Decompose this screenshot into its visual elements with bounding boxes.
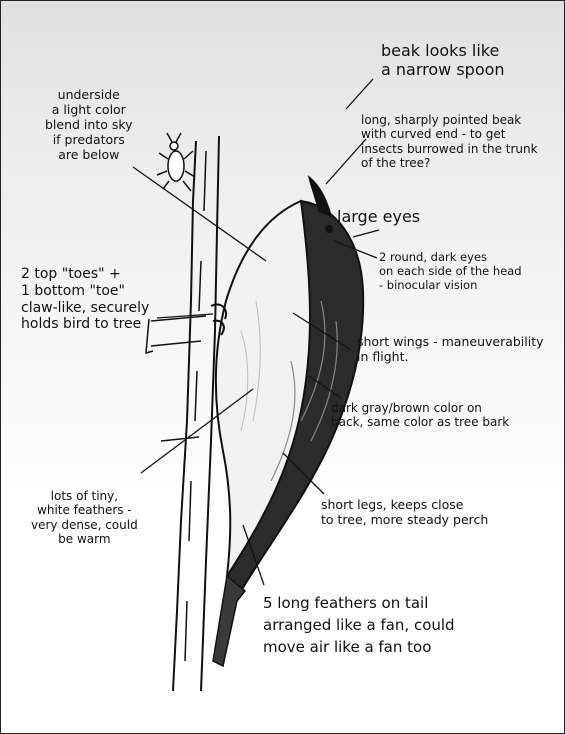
label-toes: 2 top "toes" + 1 bottom "toe" claw-like,… (21, 266, 149, 333)
label-eyes-note: 2 round, dark eyes on each side of the h… (379, 251, 522, 292)
label-feathers: lots of tiny, white feathers - very dens… (31, 489, 138, 547)
beetle-icon (157, 133, 195, 191)
label-legs: short legs, keeps close to tree, more st… (321, 497, 488, 527)
label-beak-note: long, sharply pointed beak with curved e… (361, 113, 538, 171)
label-tail: 5 long feathers on tail arranged like a … (263, 593, 455, 658)
bird-eye (325, 225, 333, 233)
label-eyes-title: large eyes (337, 207, 420, 226)
label-back-color: dark gray/brown color on back, same colo… (331, 401, 509, 430)
label-wings: short wings - maneuverability in flight. (357, 334, 544, 364)
label-beak-title: beak looks like a narrow spoon (381, 41, 505, 79)
bird-tail (213, 576, 245, 666)
label-underside: underside a light color blend into sky i… (45, 87, 133, 162)
